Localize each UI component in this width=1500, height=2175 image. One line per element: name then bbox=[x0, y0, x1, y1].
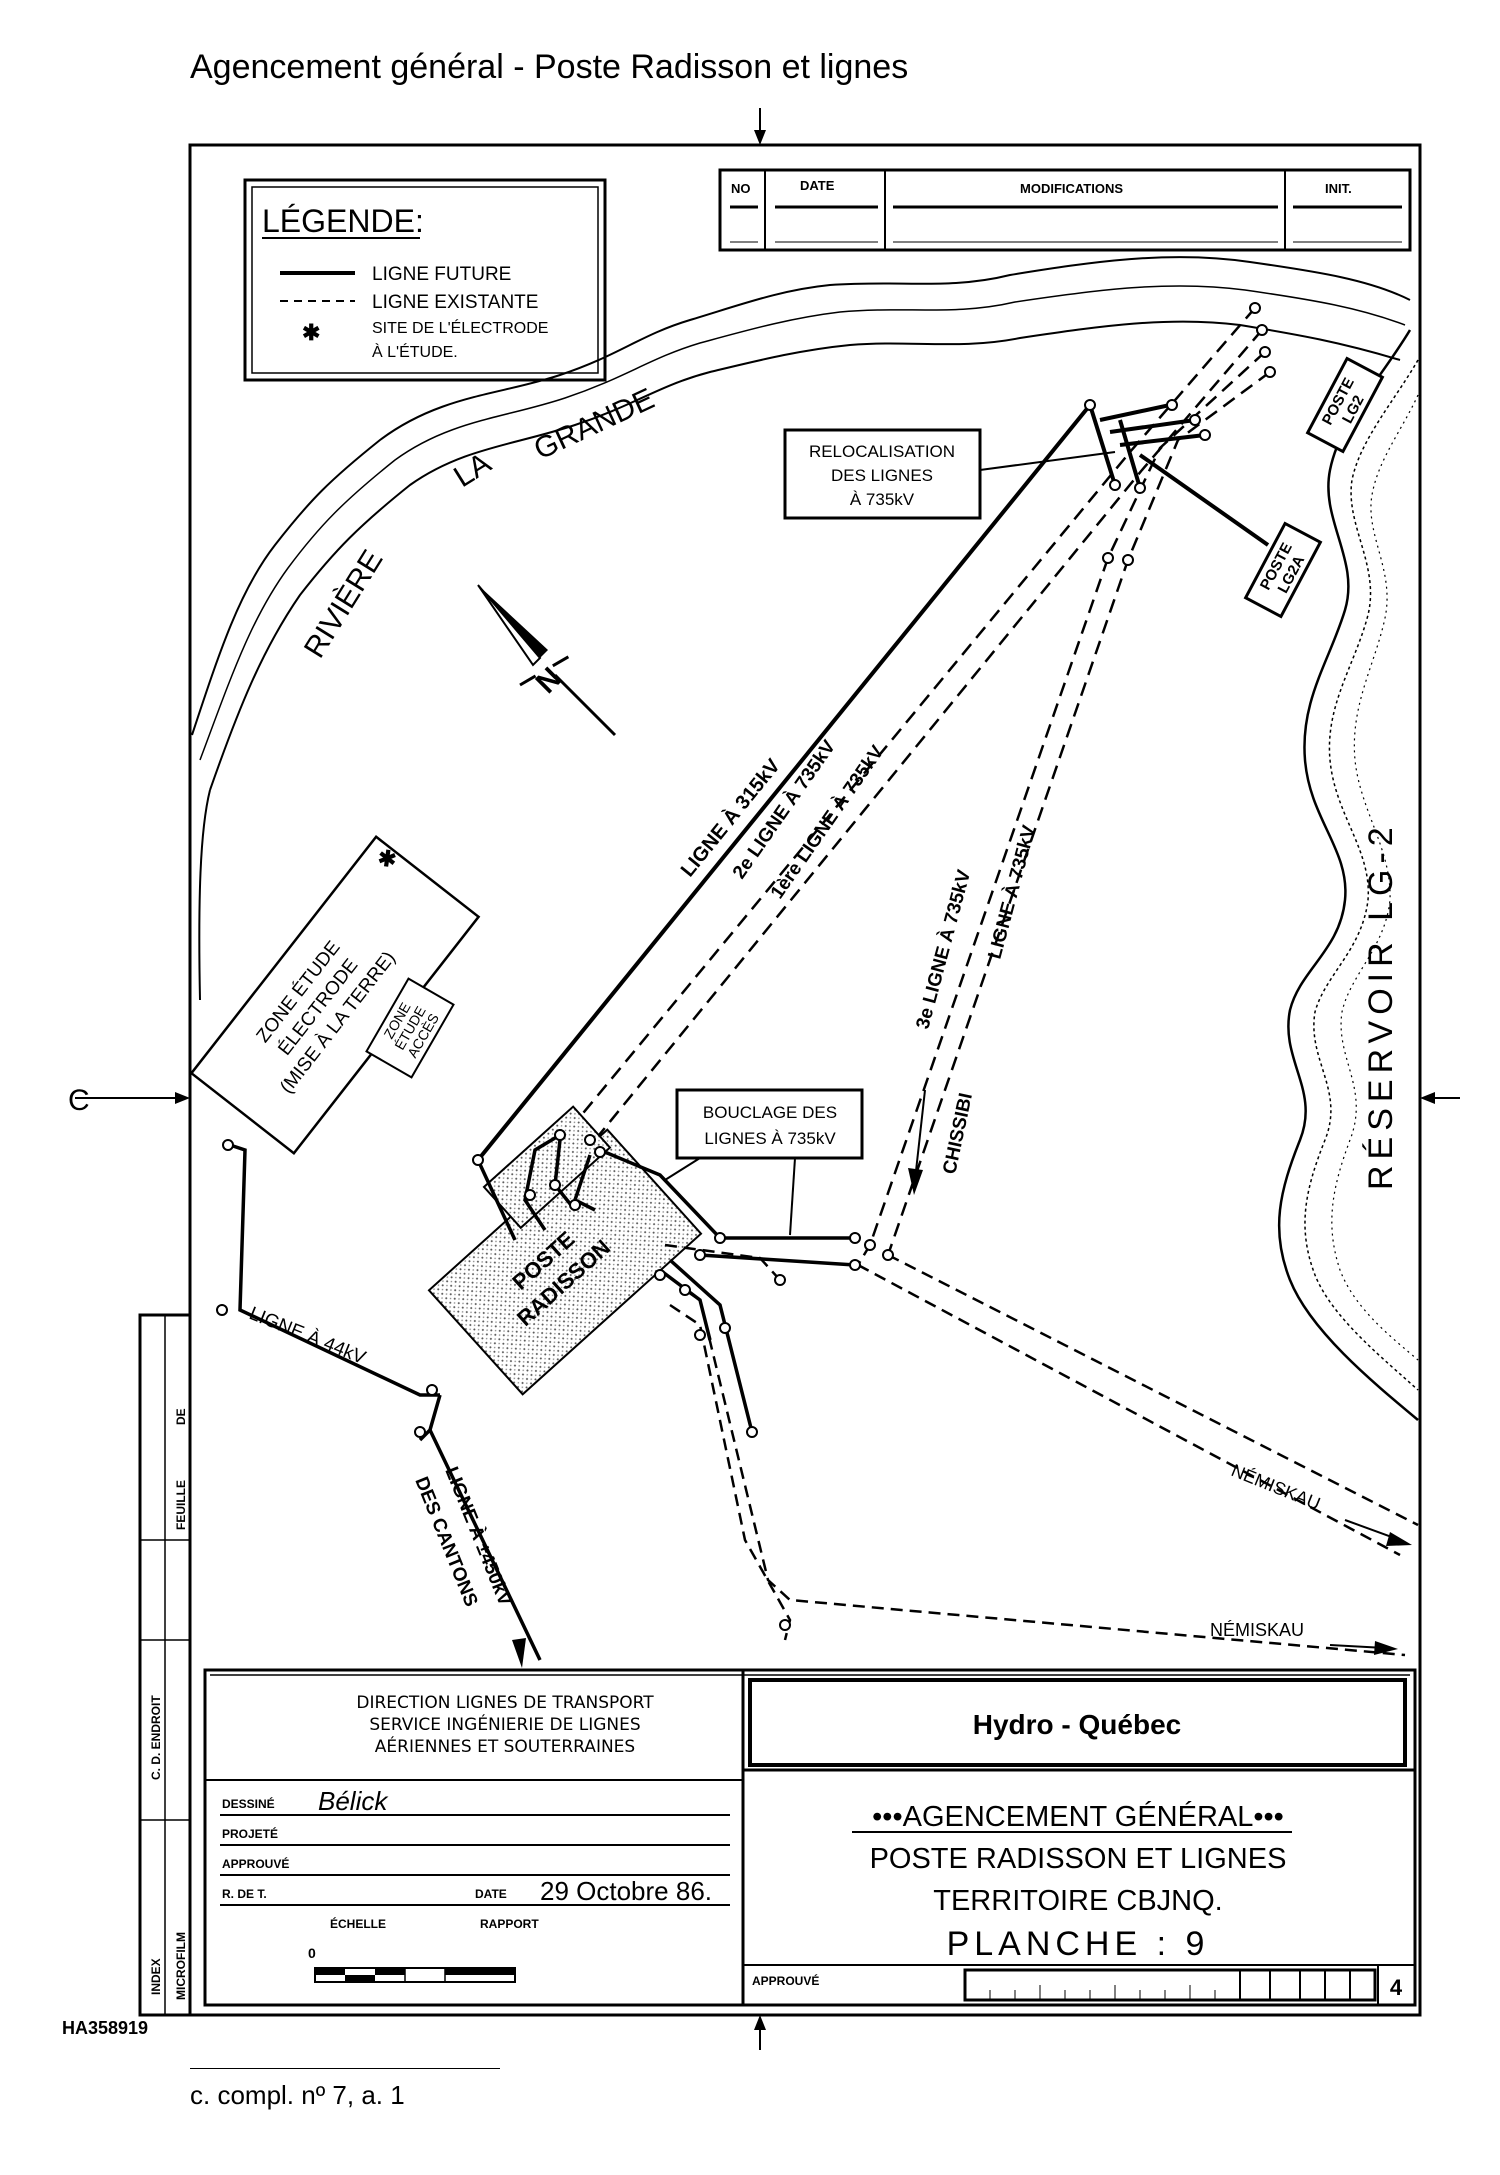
line-735kv-future-hub bbox=[1088, 403, 1270, 547]
north-label: N bbox=[530, 661, 569, 700]
drawn-label: DESSINÉ bbox=[222, 1796, 275, 1811]
looping-callout: BOUCLAGE DES LIGNES À 735kV bbox=[664, 1088, 864, 1236]
department-line-2: SERVICE INGÉNIERIE DE LIGNES bbox=[369, 1713, 640, 1735]
sheet-code-boxes bbox=[963, 1968, 1377, 2002]
svg-text:LIGNES À 735kV: LIGNES À 735kV bbox=[704, 1129, 836, 1148]
ratio-label: RAPPORT bbox=[480, 1917, 539, 1931]
footnote-rule bbox=[190, 2068, 500, 2069]
drawing-title-line-2: POSTE RADISSON ET LIGNES bbox=[870, 1843, 1287, 1875]
title-block: DIRECTION LIGNES DE TRANSPORT SERVICE IN… bbox=[203, 1668, 1417, 2007]
scale-label: ÉCHELLE bbox=[330, 1916, 386, 1931]
reservoir-label: RÉSERVOIR LG-2 bbox=[1362, 821, 1400, 1190]
department-line-3: AÉRIENNES ET SOUTERRAINES bbox=[375, 1735, 635, 1757]
station-feeders-dashed bbox=[664, 1243, 1419, 1657]
legend-future-line: LIGNE FUTURE bbox=[372, 264, 511, 285]
lines-735kv-existing bbox=[564, 307, 1271, 1256]
scale-bar bbox=[314, 1967, 516, 1983]
rev-col-no: NO bbox=[731, 181, 751, 196]
label-44kv: LIGNE À 44kV bbox=[246, 1303, 369, 1369]
svg-text:C. D. ENDROIT: C. D. ENDROIT bbox=[149, 1695, 163, 1780]
svg-text:À 735kV: À 735kV bbox=[850, 490, 915, 509]
rev-col-modifications: MODIFICATIONS bbox=[1020, 181, 1123, 196]
legend-electrode-site: SITE DE L'ÉLECTRODE bbox=[372, 318, 548, 337]
project-label: PROJETÉ bbox=[222, 1826, 278, 1841]
river-label-la: LA bbox=[448, 447, 497, 494]
svg-text:FEUILLE: FEUILLE bbox=[174, 1480, 188, 1530]
svg-text:INDEX: INDEX bbox=[149, 1958, 163, 1995]
svg-text:RELOCALISATION: RELOCALISATION bbox=[809, 442, 955, 461]
revisions-table: NO DATE MODIFICATIONS INIT. bbox=[718, 168, 1412, 252]
drawing-title-line-1: •••AGENCEMENT GÉNÉRAL••• bbox=[872, 1800, 1284, 1833]
date-value: 29 Octobre 86. bbox=[540, 1876, 712, 1906]
footnote: c. compl. nº 7, a. 1 bbox=[190, 2080, 405, 2110]
date-label: DATE bbox=[475, 1887, 507, 1901]
access-study-zone: ZONE ÉTUDE ACCÈS bbox=[365, 977, 455, 1079]
sheet-number: 4 bbox=[1390, 1975, 1403, 2000]
legend-title: LÉGENDE: bbox=[262, 203, 424, 239]
svg-text:NÉMISKAU: NÉMISKAU bbox=[1210, 1620, 1304, 1640]
top-center-arrow bbox=[754, 108, 766, 145]
nemiskau-arrow-2: NÉMISKAU bbox=[1210, 1620, 1398, 1655]
page-title: Agencement général - Poste Radisson et l… bbox=[190, 48, 909, 86]
bottom-center-arrow bbox=[754, 2015, 766, 2050]
poste-radisson-station: POSTE RADISSON bbox=[427, 1105, 703, 1396]
svg-text:NÉMISKAU: NÉMISKAU bbox=[1229, 1460, 1324, 1514]
poste-lg2-box: POSTE LG2 bbox=[1305, 356, 1385, 454]
svg-text:DES LIGNES: DES LIGNES bbox=[831, 466, 933, 485]
drawing-frame bbox=[188, 143, 1422, 2017]
drawing-title-line-4: PLANCHE : 9 bbox=[947, 1925, 1210, 1963]
rev-col-init: INIT. bbox=[1325, 181, 1352, 196]
approved-label: APPROUVÉ bbox=[222, 1856, 289, 1871]
label-3rd-735kv: 3e LIGNE À 735kV bbox=[912, 867, 976, 1031]
svg-text:CHISSIBI: CHISSIBI bbox=[939, 1091, 977, 1176]
cantons-arrow bbox=[512, 1638, 526, 1668]
river-label-grande: GRANDE bbox=[529, 382, 659, 466]
legend-existing-line: LIGNE EXISTANTE bbox=[372, 292, 538, 313]
poste-lg2a-box: POSTE LG2A bbox=[1243, 521, 1323, 619]
side-index-strip: INDEX MICROFILM C. D. ENDROIT FEUILLE DE bbox=[138, 1313, 192, 2017]
svg-text:BOUCLAGE DES: BOUCLAGE DES bbox=[703, 1103, 837, 1122]
approved-label-2: APPROUVÉ bbox=[752, 1973, 819, 1988]
legend-box: LÉGENDE: LIGNE FUTURE LIGNE EXISTANTE ✱ … bbox=[243, 178, 607, 382]
north-arrow-icon: N bbox=[477, 584, 617, 737]
drawn-signature: Bélick bbox=[318, 1786, 389, 1816]
scale-zero: 0 bbox=[308, 1945, 316, 1961]
left-section-arrow: C bbox=[68, 1084, 190, 1117]
relocation-callout: RELOCALISATION DES LIGNES À 735kV bbox=[783, 428, 1116, 520]
company-name: Hydro - Québec bbox=[973, 1709, 1181, 1740]
legend-star-icon: ✱ bbox=[302, 320, 320, 345]
rdt-label: R. DE T. bbox=[222, 1887, 267, 1901]
rev-col-date: DATE bbox=[800, 178, 835, 193]
section-marker: C bbox=[68, 1084, 90, 1117]
reservoir-lg2: RÉSERVOIR LG-2 bbox=[1277, 329, 1419, 1421]
drawing-title-line-3: TERRITOIRE CBJNQ. bbox=[933, 1885, 1223, 1917]
nemiskau-arrow-1: NÉMISKAU bbox=[1229, 1460, 1412, 1546]
feeder-nodes bbox=[216, 1129, 894, 1631]
river-label-riviere: RIVIÈRE bbox=[298, 544, 390, 663]
line-735kv-hub-nodes bbox=[1084, 302, 1276, 566]
department-line-1: DIRECTION LIGNES DE TRANSPORT bbox=[356, 1693, 654, 1713]
svg-text:DE: DE bbox=[174, 1408, 188, 1425]
legend-under-study: À L'ÉTUDE. bbox=[372, 342, 458, 361]
svg-text:MICROFILM: MICROFILM bbox=[174, 1932, 188, 2000]
right-section-arrow bbox=[1420, 1092, 1460, 1104]
reference-code: HA358919 bbox=[62, 2018, 149, 2038]
